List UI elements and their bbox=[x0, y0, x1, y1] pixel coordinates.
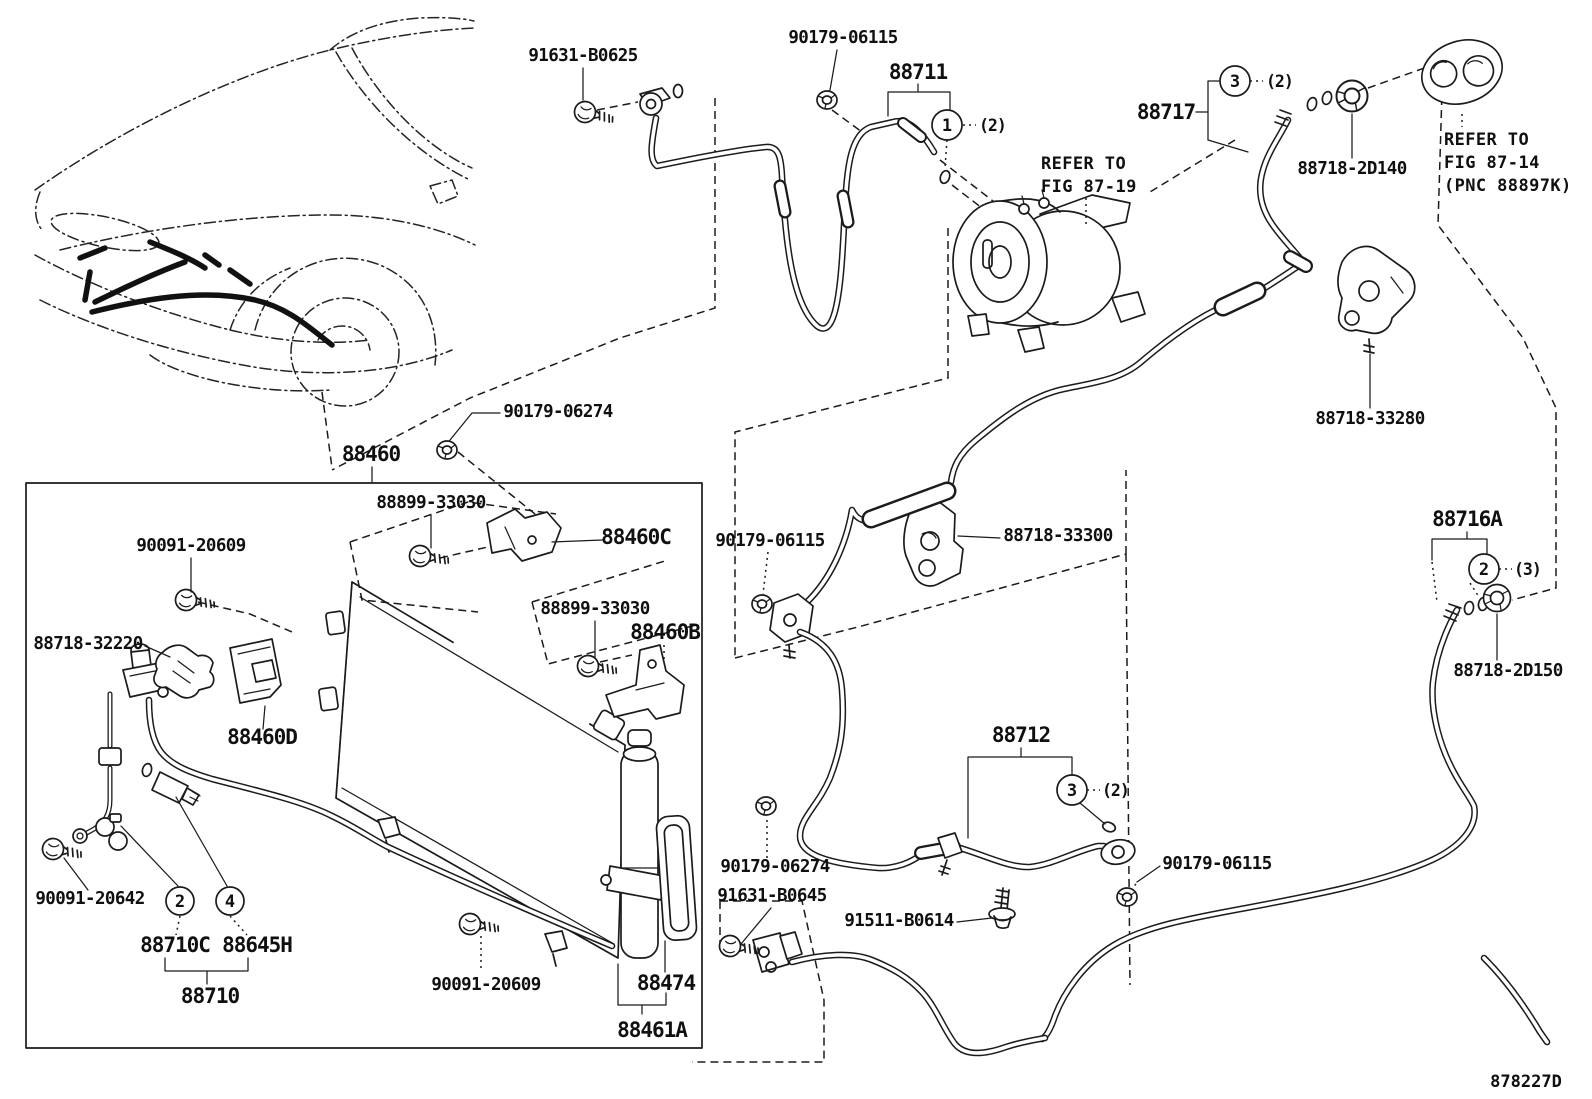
callout-1-qty: (2) bbox=[979, 116, 1006, 135]
callout-3b-circle bbox=[1056, 774, 1088, 806]
bracket-88460d bbox=[229, 638, 282, 704]
callout-3b: 3 bbox=[1067, 781, 1077, 801]
callout-3a: 3 bbox=[1230, 72, 1240, 92]
compressor bbox=[952, 189, 1146, 353]
label-refer-fig-87-19-line1: REFER TO bbox=[1041, 154, 1126, 174]
label-88717: 88717 bbox=[1137, 100, 1196, 124]
label-refer-fig-87-14-line1: REFER TO bbox=[1444, 130, 1529, 150]
label-refer-fig-87-14-line2: FIG 87-14 bbox=[1444, 153, 1540, 173]
nut-90179-06115-b-glyph bbox=[751, 594, 773, 614]
callout-2b: 2 bbox=[175, 892, 185, 912]
liquid-pipe-88710 bbox=[72, 643, 612, 946]
callout-2b-circle bbox=[165, 886, 195, 916]
callout-3a-qty: (2) bbox=[1266, 72, 1293, 91]
nut-90179-06115-c-glyph bbox=[1116, 887, 1138, 907]
label-88460b: 88460B bbox=[630, 620, 700, 644]
label-88899-33030-b: 88899-33030 bbox=[540, 599, 649, 619]
suction-pipe-long bbox=[769, 250, 1313, 659]
label-88461a: 88461A bbox=[617, 1018, 688, 1042]
label-88899-33030-a: 88899-33030 bbox=[376, 493, 485, 513]
nut-90179-06115-a-glyph bbox=[816, 90, 838, 110]
label-90179-06115-low: 90179-06115 bbox=[1162, 854, 1271, 874]
callout-2a-circle bbox=[1468, 553, 1500, 585]
label-90091-20642: 90091-20642 bbox=[35, 889, 144, 909]
callouts: 1 3 2 3 2 4 (2) (2) (3) (2) bbox=[165, 65, 1542, 916]
label-88716a: 88716A bbox=[1432, 507, 1503, 531]
grommet-88897k bbox=[1420, 39, 1504, 105]
bracket-88460c bbox=[486, 508, 562, 562]
bolt-90091-20609-a-glyph bbox=[173, 587, 218, 616]
bolt-90091-20609-b-glyph bbox=[457, 911, 502, 940]
bracket-88474 bbox=[655, 814, 698, 942]
bolt-91631-b0625-glyph bbox=[571, 98, 617, 131]
label-88718-33280: 88718-33280 bbox=[1315, 409, 1424, 429]
elbow-fitting bbox=[769, 593, 814, 659]
condenser-group-box bbox=[25, 482, 703, 1049]
label-88718-2d150: 88718-2D150 bbox=[1453, 661, 1562, 681]
bracket-88460b bbox=[605, 644, 685, 720]
condenser-88460 bbox=[318, 581, 626, 967]
receiver-drier bbox=[600, 729, 665, 959]
label-88474: 88474 bbox=[637, 971, 696, 995]
clamp-88718-32220 bbox=[153, 644, 215, 699]
label-88460d: 88460D bbox=[227, 725, 297, 749]
dashed-guides bbox=[197, 57, 1557, 1063]
label-91511-b0614: 91511-B0614 bbox=[844, 911, 953, 931]
bolt-91631-b0645-glyph bbox=[717, 933, 762, 962]
nut-88718-2d140-glyph bbox=[1335, 79, 1369, 113]
nut-90179-06274-a-glyph bbox=[436, 440, 458, 460]
label-91631-b0645: 91631-B0645 bbox=[717, 886, 826, 906]
callout-4-circle bbox=[215, 886, 245, 916]
callout-1-circle bbox=[931, 109, 963, 141]
leader-lines bbox=[63, 49, 1498, 1015]
label-88718-2d140: 88718-2D140 bbox=[1297, 159, 1406, 179]
callout-2a-qty: (3) bbox=[1514, 560, 1541, 579]
fasteners bbox=[39, 79, 1512, 962]
label-90091-20609-b: 90091-20609 bbox=[431, 975, 540, 995]
screw-88899-33030-b-glyph bbox=[575, 653, 620, 682]
bracket-88718-33280 bbox=[1337, 245, 1416, 354]
discharge-hose-88712 bbox=[800, 632, 1136, 876]
label-90091-20609-a: 90091-20609 bbox=[136, 536, 245, 556]
label-90179-06274-low: 90179-06274 bbox=[720, 857, 829, 877]
car-outline bbox=[34, 16, 476, 407]
clamp-91631-b0645 bbox=[752, 931, 803, 973]
label-90179-06115-top: 90179-06115 bbox=[788, 28, 897, 48]
drawing-code: 878227D bbox=[1490, 1072, 1562, 1092]
label-88645h: 88645H bbox=[222, 933, 292, 957]
bolt-91511-b0614-glyph bbox=[988, 887, 1016, 929]
label-88460c: 88460C bbox=[601, 525, 671, 549]
clamp-88718-33300 bbox=[903, 500, 964, 587]
label-90179-06115-mid: 90179-06115 bbox=[715, 531, 824, 551]
tube-88716a bbox=[752, 595, 1547, 1053]
callout-2a: 2 bbox=[1479, 560, 1489, 580]
nut-90179-06274-b-glyph bbox=[755, 796, 777, 816]
pipe-88717 bbox=[1260, 89, 1334, 261]
label-88710: 88710 bbox=[181, 984, 240, 1008]
label-88460: 88460 bbox=[342, 442, 401, 466]
label-88718-32220: 88718-32220 bbox=[33, 634, 142, 654]
label-91631-b0625: 91631-B0625 bbox=[528, 46, 637, 66]
callout-3b-qty: (2) bbox=[1102, 781, 1129, 800]
label-90179-06274-top: 90179-06274 bbox=[503, 402, 612, 422]
labels-layer: 91631-B0625 90179-06115 88711 REFER TO F… bbox=[33, 28, 1571, 1092]
label-88711: 88711 bbox=[889, 60, 948, 84]
nut-88718-2d150-glyph bbox=[1482, 583, 1512, 613]
callout-1: 1 bbox=[942, 116, 952, 136]
label-refer-fig-87-19-line2: FIG 87-19 bbox=[1041, 177, 1137, 197]
label-88710c: 88710C bbox=[140, 933, 210, 957]
label-88718-33300: 88718-33300 bbox=[1003, 526, 1112, 546]
callout-4: 4 bbox=[225, 892, 235, 912]
suction-hose-88711 bbox=[639, 83, 953, 329]
screw-88899-33030-a-glyph bbox=[407, 543, 452, 572]
label-88712: 88712 bbox=[992, 723, 1050, 747]
callout-3a-circle bbox=[1219, 65, 1251, 97]
label-refer-fig-87-14-line3: (PNC 88897K) bbox=[1444, 176, 1572, 196]
